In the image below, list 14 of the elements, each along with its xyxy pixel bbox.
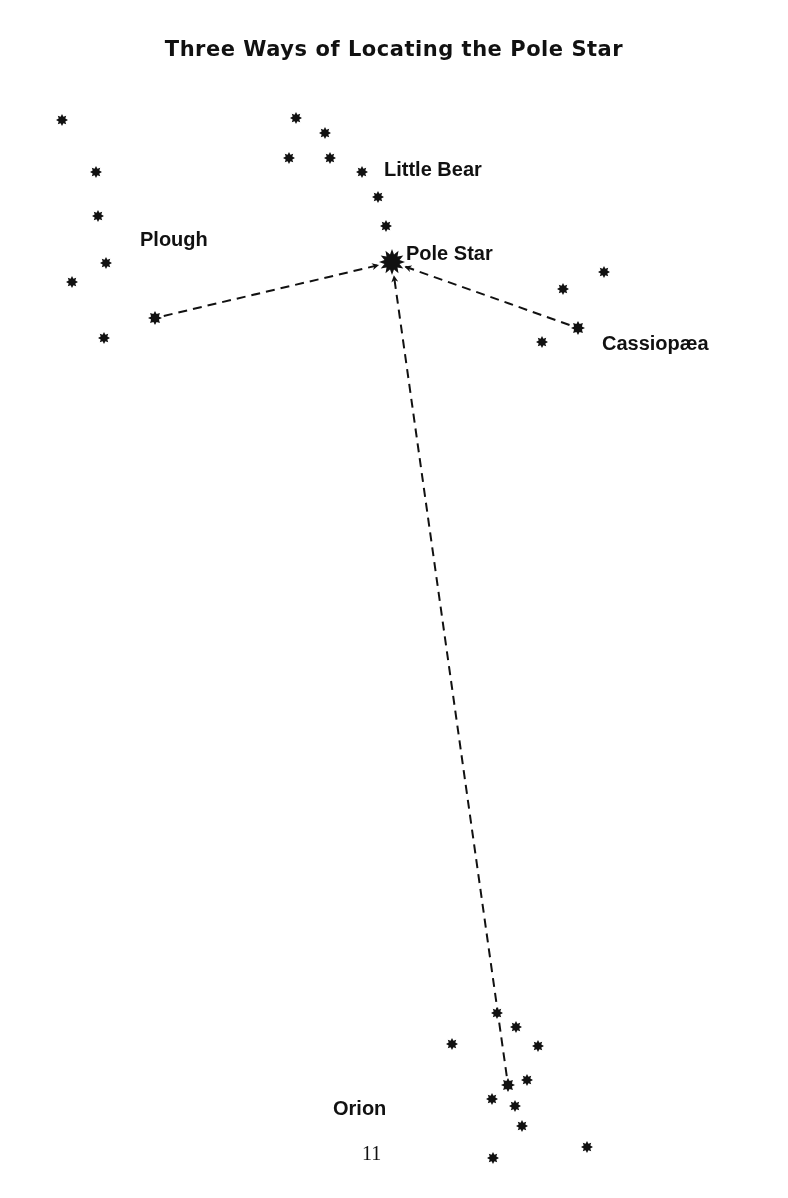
- constellation-name: Plough: [140, 227, 208, 252]
- star-icon: [148, 311, 162, 325]
- diagram-title: Three Ways of Locating the Pole Star: [163, 36, 625, 63]
- star-icon: [379, 249, 405, 275]
- star-name: Pole Star: [406, 241, 493, 266]
- constellation-name: Cassiopæa: [602, 331, 709, 356]
- constellation-name: Orion: [333, 1096, 387, 1121]
- page-number: 11: [362, 1141, 382, 1166]
- dashed-arrow: [404, 265, 571, 326]
- dashed-arrow: [391, 274, 508, 1078]
- star-icon: [501, 1078, 515, 1092]
- dashed-arrow: [162, 263, 380, 317]
- constellation-name: Little Bear: [384, 157, 482, 182]
- star-icon: [571, 321, 585, 335]
